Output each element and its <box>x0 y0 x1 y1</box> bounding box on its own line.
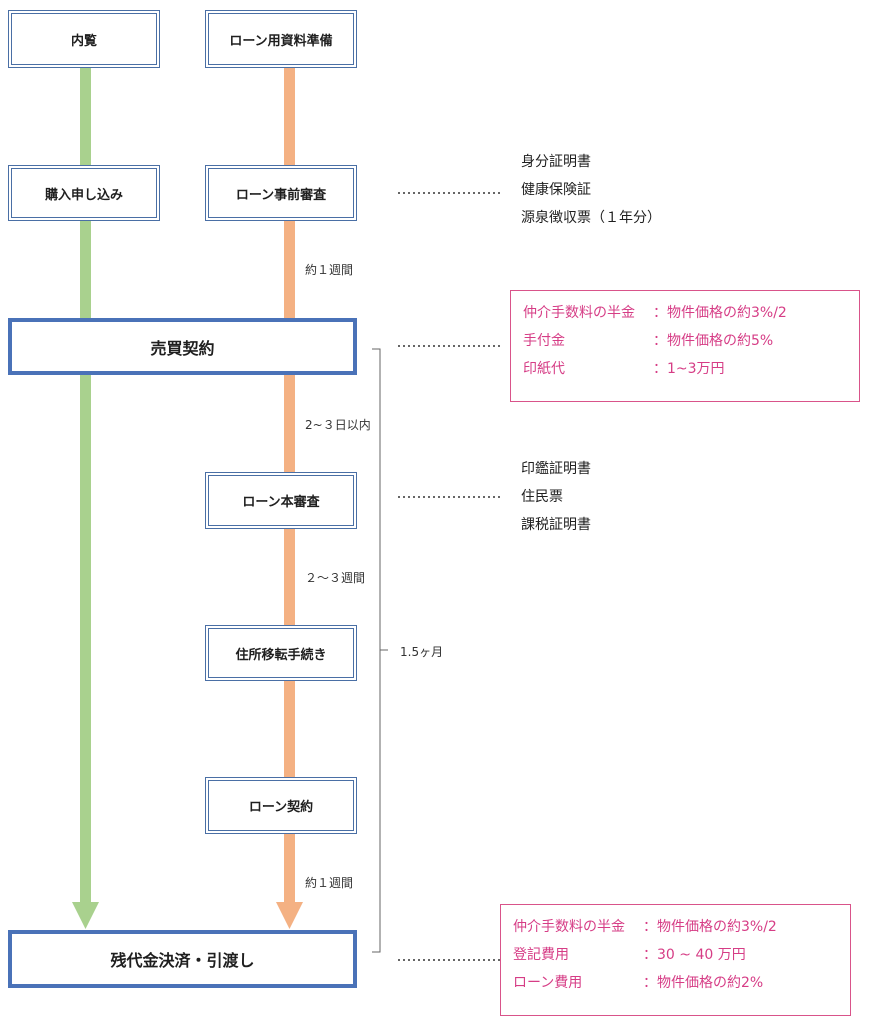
step-purchase-application: 購入申し込み <box>8 165 160 221</box>
step-loan-docs: ローン用資料準備 <box>205 10 357 68</box>
buyer-flow-line <box>80 66 91 904</box>
loan-flow-arrowhead <box>276 902 303 929</box>
cost-label: 手付金 <box>523 333 565 349</box>
document-item: 印鑑証明書 <box>521 461 591 477</box>
cost-row: ローン費用 ：物件価格の約2% <box>513 969 840 997</box>
cost-value: ：物件価格の約2% <box>643 975 764 991</box>
cost-label: ローン費用 <box>513 975 583 991</box>
document-item: 課税証明書 <box>521 517 591 533</box>
contract-costs-box: 仲介手数料の半金 ：物件価格の約3%/2 手付金 ：物件価格の約5% 印紙代 ：… <box>510 290 860 402</box>
settlement-costs-box: 仲介手数料の半金 ：物件価格の約3%/2 登記費用 ：30 ~ 40 万円 ロー… <box>500 904 851 1016</box>
document-item: 健康保険証 <box>521 182 591 198</box>
pre-review-documents: 身分証明書 健康保険証 源泉徴収票（１年分） <box>521 148 661 232</box>
duration-total-span: 1.5ヶ月 <box>400 645 444 659</box>
buyer-flow-arrowhead <box>72 902 99 929</box>
document-item: 住民票 <box>521 489 563 505</box>
step-loan-pre-review: ローン事前審査 <box>205 165 357 221</box>
duration-after-contract: 2~３日以内 <box>305 418 371 432</box>
cost-value: ：物件価格の約3%/2 <box>653 305 787 321</box>
step-address-change: 住所移転手続き <box>205 625 357 681</box>
document-item: 源泉徴収票（１年分） <box>521 210 661 226</box>
cost-label: 印紙代 <box>523 361 565 377</box>
main-review-documents: 印鑑証明書 住民票 課税証明書 <box>521 455 591 539</box>
duration-pre-review: 約１週間 <box>305 263 354 277</box>
step-sales-contract: 売買契約 <box>8 318 357 375</box>
cost-value: ：物件価格の約3%/2 <box>643 919 777 935</box>
cost-row: 手付金 ：物件価格の約5% <box>523 327 849 355</box>
cost-row: 登記費用 ：30 ~ 40 万円 <box>513 941 840 969</box>
span-bracket <box>372 348 388 953</box>
duration-main-review: ２〜３週間 <box>305 571 366 585</box>
cost-label: 仲介手数料の半金 <box>523 305 635 321</box>
cost-value: ：1~3万円 <box>653 361 725 377</box>
step-loan-contract: ローン契約 <box>205 777 357 834</box>
step-viewing: 内覧 <box>8 10 160 68</box>
cost-value: ：物件価格の約5% <box>653 333 774 349</box>
cost-row: 仲介手数料の半金 ：物件価格の約3%/2 <box>513 913 840 941</box>
cost-row: 仲介手数料の半金 ：物件価格の約3%/2 <box>523 299 849 327</box>
step-loan-main-review: ローン本審査 <box>205 472 357 529</box>
document-item: 身分証明書 <box>521 154 591 170</box>
duration-loan-contract: 約１週間 <box>305 876 354 890</box>
cost-label: 仲介手数料の半金 <box>513 919 625 935</box>
cost-value: ：30 ~ 40 万円 <box>643 947 746 963</box>
cost-label: 登記費用 <box>513 947 569 963</box>
step-final-payment: 残代金決済・引渡し <box>8 930 357 988</box>
cost-row: 印紙代 ：1~3万円 <box>523 355 849 383</box>
